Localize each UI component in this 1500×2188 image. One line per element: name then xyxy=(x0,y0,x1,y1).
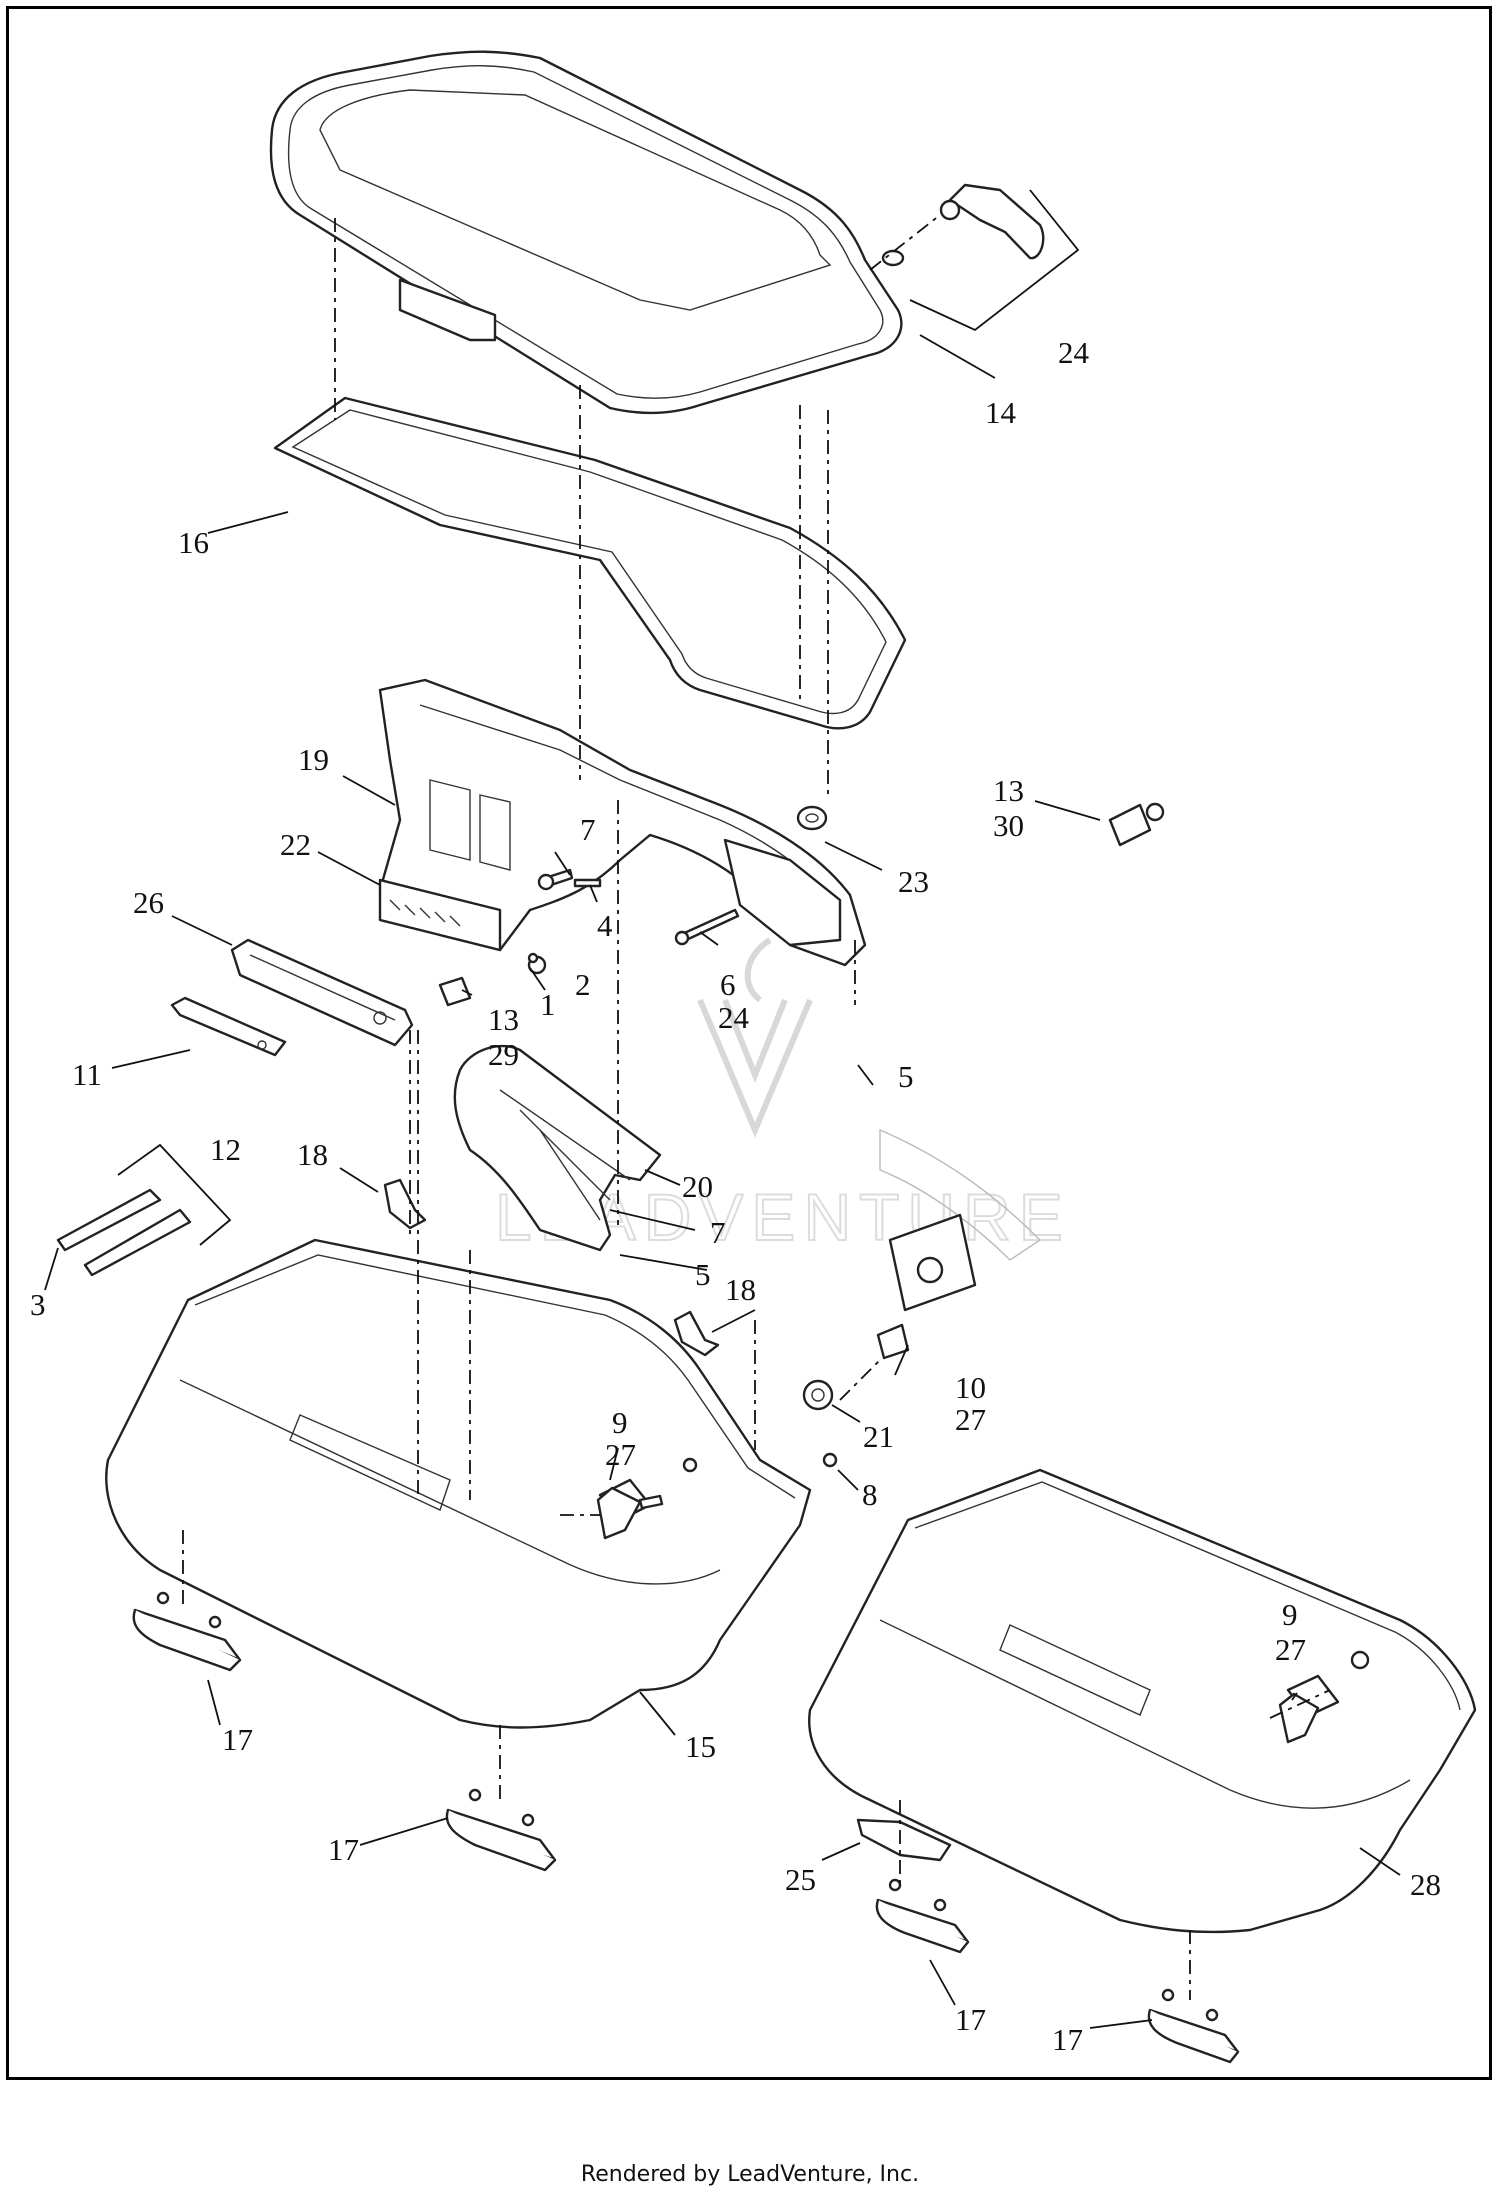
support-part-17-a xyxy=(132,1591,242,1672)
callout-7: 7 xyxy=(710,1215,726,1250)
callout-17: 17 xyxy=(955,2002,986,2037)
callout-13: 13 xyxy=(488,1002,519,1037)
screws-7-4-6 xyxy=(527,868,740,975)
callout-13: 13 xyxy=(993,773,1024,808)
callout-17: 17 xyxy=(1052,2022,1083,2057)
callout-23: 23 xyxy=(898,864,929,899)
callout-15: 15 xyxy=(685,1729,716,1764)
callout-6: 6 xyxy=(720,967,736,1002)
callout-1: 1 xyxy=(540,987,556,1022)
knob-part-9-b xyxy=(1278,1692,1320,1744)
seal-part-16 xyxy=(273,396,907,730)
support-part-17-c xyxy=(875,1878,970,1954)
knob-part-9-a xyxy=(596,1486,664,1540)
support-part-17-b xyxy=(445,1788,557,1872)
callout-25: 25 xyxy=(785,1862,816,1897)
liner-frame-part-19 xyxy=(378,678,867,967)
footer-credit: Rendered by LeadVenture, Inc. xyxy=(580,2162,920,2187)
alignment-lines xyxy=(182,218,1331,2000)
callout-26: 26 xyxy=(133,885,164,920)
callout-7: 7 xyxy=(580,812,596,847)
callout-24: 24 xyxy=(718,1000,750,1035)
callout-17: 17 xyxy=(328,1832,359,1867)
callout-27: 27 xyxy=(605,1437,636,1472)
callout-2: 2 xyxy=(575,967,591,1002)
callout-14: 14 xyxy=(985,395,1017,430)
latch-part-24 xyxy=(869,183,1080,332)
callout-30: 30 xyxy=(993,808,1024,843)
saddlebag-part-28 xyxy=(808,1468,1477,1934)
callout-17: 17 xyxy=(222,1722,253,1757)
callout-24: 24 xyxy=(1058,335,1090,370)
callout-5: 5 xyxy=(898,1059,914,1094)
callout-21: 21 xyxy=(863,1419,894,1454)
callout-27: 27 xyxy=(1275,1632,1306,1667)
callout-27: 27 xyxy=(955,1402,986,1437)
shield-part-20 xyxy=(453,1044,662,1252)
leader-lines xyxy=(44,334,1401,2029)
trim-part-26 xyxy=(230,938,414,1047)
lock-part-13-30 xyxy=(1108,802,1165,847)
nut-part-10 xyxy=(876,1323,910,1360)
callout-28: 28 xyxy=(1410,1867,1441,1902)
trim-part-11 xyxy=(170,996,287,1057)
mount-bracket xyxy=(879,1128,1042,1312)
grommet-part-21 xyxy=(802,1379,834,1411)
strip-part-12-3 xyxy=(56,1143,232,1277)
callout-29: 29 xyxy=(488,1037,519,1072)
washer-part-23 xyxy=(796,805,828,831)
callout-10: 10 xyxy=(955,1370,986,1405)
callout-18: 18 xyxy=(725,1272,756,1307)
callout-19: 19 xyxy=(298,742,329,777)
callout-20: 20 xyxy=(682,1169,713,1204)
screw-part-8 xyxy=(822,1452,838,1468)
lock-part-13-29 xyxy=(438,976,472,1007)
callout-12: 12 xyxy=(210,1132,241,1167)
lid-part-14 xyxy=(269,50,903,415)
callouts: 24 14 16 19 22 7 4 23 13 30 26 2 1 13 29… xyxy=(30,335,1441,2057)
callout-9: 9 xyxy=(612,1405,628,1440)
callout-5: 5 xyxy=(695,1257,711,1292)
callout-4: 4 xyxy=(597,908,613,943)
callout-11: 11 xyxy=(72,1057,102,1092)
clip-part-18-left xyxy=(383,1178,427,1230)
callout-9: 9 xyxy=(1282,1597,1298,1632)
callout-22: 22 xyxy=(280,827,311,862)
callout-16: 16 xyxy=(178,525,209,560)
support-part-17-d xyxy=(1147,1988,1240,2064)
callout-18: 18 xyxy=(297,1137,328,1172)
clip-part-18-right xyxy=(673,1310,720,1357)
callout-8: 8 xyxy=(862,1477,878,1512)
callout-3: 3 xyxy=(30,1287,46,1322)
